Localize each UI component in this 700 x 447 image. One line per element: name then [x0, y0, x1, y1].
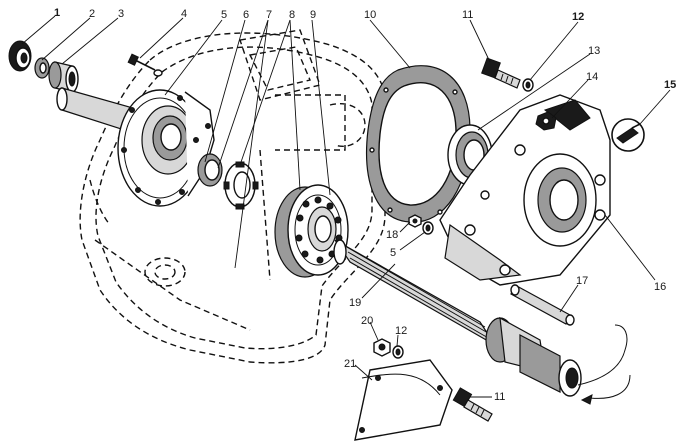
callout-5b: 5 [390, 247, 396, 259]
callout-18: 18 [386, 229, 398, 241]
callout-13: 13 [588, 45, 600, 57]
callout-5a: 5 [221, 9, 227, 21]
callout-15: 15 [664, 79, 676, 91]
washer-12-bottom [392, 345, 404, 359]
cover-plate [354, 359, 453, 441]
nut-20 [373, 338, 391, 357]
callout-20: 20 [361, 315, 373, 327]
bushing-sleeve [48, 61, 79, 93]
callout-labels: 1 2 3 4 5 6 7 8 9 10 11 12 13 14 15 16 1… [54, 7, 676, 403]
output-shaft [333, 239, 631, 405]
lock-ring [223, 161, 259, 210]
breather-valve [611, 118, 645, 152]
callout-14: 14 [586, 71, 598, 83]
callout-17: 17 [576, 275, 588, 287]
callout-16: 16 [654, 281, 666, 293]
callout-21: 21 [344, 358, 356, 370]
callout-1: 1 [54, 7, 60, 19]
washer-5-middle [422, 221, 434, 235]
spacer-ring [34, 57, 50, 79]
callout-11a: 11 [462, 9, 473, 21]
large-ball-bearing [274, 184, 349, 278]
bolt-11-bottom [452, 387, 493, 422]
seal-ring [197, 153, 223, 187]
callout-4: 4 [181, 8, 187, 20]
callout-8: 8 [289, 9, 295, 21]
callout-19: 19 [349, 297, 361, 309]
leader-lines [21, 15, 671, 398]
bearing-cover-housing [439, 94, 611, 286]
washer-12-top [522, 78, 534, 92]
callout-12a: 12 [572, 11, 584, 23]
stud-17 [510, 284, 575, 326]
nut-14 [535, 111, 557, 131]
callout-12b: 12 [395, 325, 407, 337]
callout-10: 10 [364, 9, 376, 21]
gasket [365, 65, 471, 223]
bolt-11-top [481, 57, 521, 89]
callout-7: 7 [266, 9, 272, 21]
screw-4 [127, 53, 163, 77]
callout-9: 9 [310, 9, 316, 21]
small-ball-bearing [8, 40, 32, 72]
gearbox-housing-outline [79, 29, 386, 364]
flange-cover [117, 89, 215, 207]
callout-6: 6 [243, 9, 249, 21]
callout-2: 2 [89, 8, 95, 20]
callout-3: 3 [118, 8, 124, 20]
callout-11b: 11 [494, 391, 505, 403]
nut-18 [408, 214, 422, 228]
